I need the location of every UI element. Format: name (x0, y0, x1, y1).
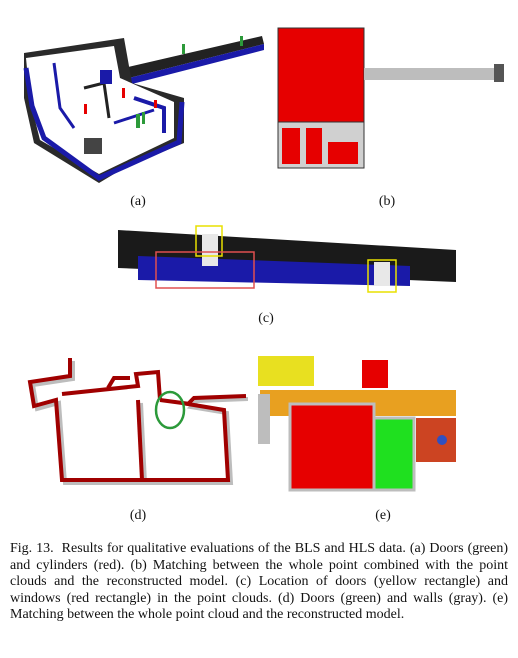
panel-b-label: (b) (378, 194, 396, 209)
panel-c-image (110, 222, 460, 300)
match-blue-spot (437, 435, 447, 445)
panel-d-svg (27, 358, 248, 485)
room-block (100, 70, 112, 84)
panel-e-label: (e) (375, 508, 391, 523)
match-green (372, 416, 416, 492)
door-box-yellow-1 (195, 225, 223, 257)
match-red-main (288, 402, 376, 492)
corridor-gray (364, 68, 494, 80)
corridor-end (494, 64, 504, 82)
panel-a-image (14, 28, 264, 188)
wall-blue-inner-2 (133, 96, 166, 133)
stairs (84, 138, 102, 154)
match-gray-left (258, 394, 270, 444)
door-green-4 (142, 112, 145, 124)
panel-d-image (18, 354, 248, 494)
panel-e-image (256, 354, 462, 494)
match-yellow-top (258, 356, 314, 386)
model-red-lower-2 (306, 128, 322, 164)
cylinder-red-3 (154, 100, 157, 108)
corridor-upper (124, 36, 264, 78)
door-green-2 (240, 36, 243, 46)
match-red-top (362, 360, 388, 388)
model-red-main (277, 27, 365, 123)
wall-blue-outer (23, 67, 185, 181)
model-red-lower-1 (282, 128, 300, 164)
cylinder-red-2 (122, 88, 125, 98)
panel-a-svg (23, 36, 264, 183)
caption-text: Results for qualitative evaluations of t… (10, 541, 509, 622)
door-opening-1 (202, 234, 218, 266)
panel-c-label: (c) (258, 311, 274, 326)
walls-darkred (27, 358, 247, 482)
wall-blue-inner-3 (113, 108, 155, 125)
door-opening-2 (374, 262, 390, 286)
building-floor (26, 46, 174, 174)
door-circle-green (154, 390, 186, 430)
cylinder-red-1 (84, 104, 87, 114)
panel-c-svg (118, 225, 456, 293)
figure-caption: Fig. 13. Results for qualitative evaluat… (10, 541, 508, 624)
door-box-yellow-2 (367, 259, 397, 293)
panel-a-label: (a) (130, 194, 146, 209)
wall-blue-inner-1 (52, 62, 76, 129)
panel-d-label: (d) (129, 508, 147, 523)
model-red-lower-3 (328, 142, 358, 164)
panel-b-svg (277, 27, 504, 169)
corridor-wall-blue (129, 44, 264, 84)
door-green-1 (182, 44, 185, 54)
figure-number: Fig. 13. (10, 541, 54, 556)
match-mixed (416, 418, 456, 462)
panel-e-svg (258, 356, 456, 492)
panel-b-image (272, 24, 512, 174)
window-box-red (155, 251, 255, 289)
door-green-3 (136, 114, 140, 128)
